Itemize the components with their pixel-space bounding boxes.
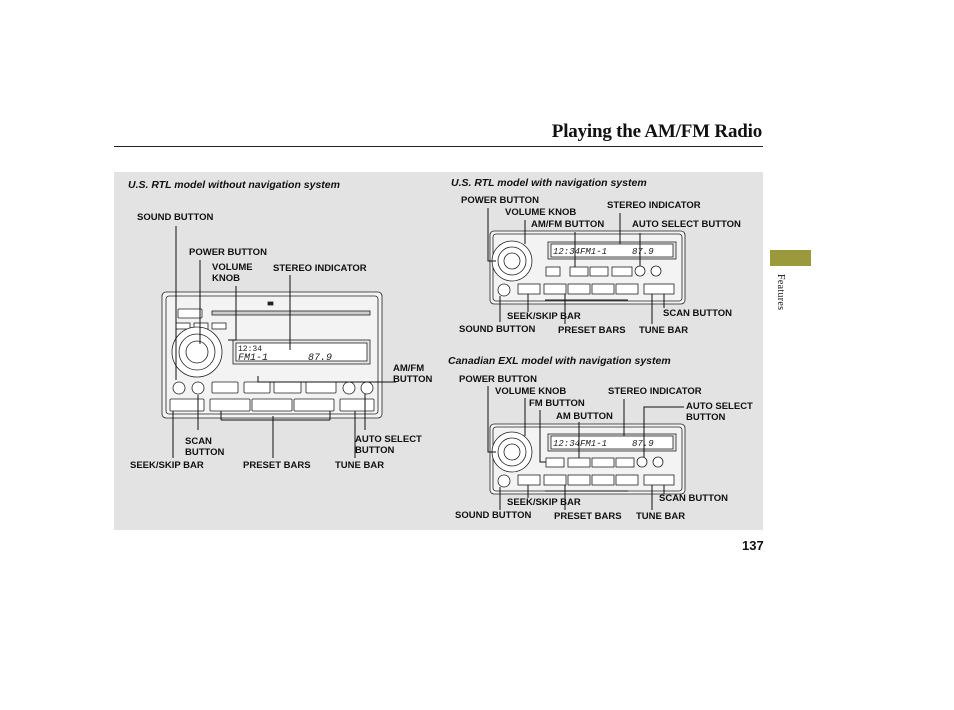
- side-tab-label: Features: [775, 274, 786, 311]
- radio-display-text-canadian: 12:34 FM1-1 87.9: [553, 439, 654, 449]
- section-tab-marker: [770, 250, 811, 266]
- title-rule: [114, 146, 763, 147]
- label-scan-button: SCAN BUTTON: [659, 493, 728, 504]
- display-band: FM1-1: [580, 439, 607, 449]
- page-title: Playing the AM/FM Radio: [551, 121, 762, 142]
- display-clock: 12:34: [238, 345, 262, 354]
- radio-unit-canadian: [489, 423, 686, 495]
- display-band: FM1-1: [580, 247, 607, 257]
- label-tune-bar: TUNE BAR: [335, 460, 385, 471]
- leader-lines-us-no-nav: [172, 226, 396, 458]
- label-power-button: POWER BUTTON: [461, 195, 539, 206]
- radio-unit-us-nav: [489, 230, 686, 305]
- display-band: FM1-1: [238, 353, 268, 364]
- radio-unit-us-no-nav: [161, 291, 383, 419]
- label-preset-bars: PRESET BARS: [554, 511, 622, 522]
- display-frequency: 87.9: [632, 439, 654, 449]
- label-auto-select-button: AUTO SELECT BUTTON: [632, 219, 741, 230]
- label-am-button: AM BUTTON: [556, 411, 613, 422]
- section-heading-canadian: Canadian EXL model with navigation syste…: [448, 355, 671, 367]
- section-heading-us-nav: U.S. RTL model with navigation system: [451, 177, 647, 189]
- display-frequency: 87.9: [308, 353, 332, 364]
- label-tune-bar: TUNE BAR: [636, 511, 686, 522]
- page-number: 137: [742, 538, 764, 553]
- label-sound-button: SOUND BUTTON: [137, 212, 214, 223]
- label-stereo-indicator: STEREO INDICATOR: [607, 200, 701, 211]
- radio-display-text-us-nav: 12:34 FM1-1 87.9: [553, 247, 654, 257]
- display-clock: 12:34: [553, 247, 580, 257]
- label-volume-knob: VOLUME KNOB: [505, 207, 577, 218]
- label-tune-bar: TUNE BAR: [639, 325, 689, 336]
- display-frequency: 87.9: [632, 247, 654, 257]
- section-heading-us-no-nav: U.S. RTL model without navigation system: [128, 179, 340, 191]
- label-preset-bars: PRESET BARS: [243, 460, 311, 471]
- label-fm-button: FM BUTTON: [529, 398, 585, 409]
- label-seek-skip-bar: SEEK/SKIP BAR: [507, 497, 581, 508]
- label-power-button: POWER BUTTON: [459, 374, 537, 385]
- label-power-button: POWER BUTTON: [189, 247, 267, 258]
- display-clock: 12:34: [553, 439, 580, 449]
- leader-lines-canadian: [487, 386, 684, 510]
- label-seek-skip-bar: SEEK/SKIP BAR: [130, 460, 204, 471]
- label-sound-button: SOUND BUTTON: [459, 324, 536, 335]
- label-amfm-button: AM/FM BUTTON: [531, 219, 605, 230]
- label-seek-skip-bar: SEEK/SKIP BAR: [507, 311, 581, 322]
- label-stereo-indicator: STEREO INDICATOR: [608, 386, 702, 397]
- leader-lines-us-nav: [487, 208, 665, 324]
- label-scan-button: SCAN BUTTON: [663, 308, 732, 319]
- label-preset-bars: PRESET BARS: [558, 325, 626, 336]
- label-sound-button: SOUND BUTTON: [455, 510, 532, 521]
- label-stereo-indicator: STEREO INDICATOR: [273, 263, 367, 274]
- label-volume-knob: VOLUME KNOB: [495, 386, 567, 397]
- radio-display-text-us-no-nav: 12:34 FM1-1 87.9: [238, 345, 332, 364]
